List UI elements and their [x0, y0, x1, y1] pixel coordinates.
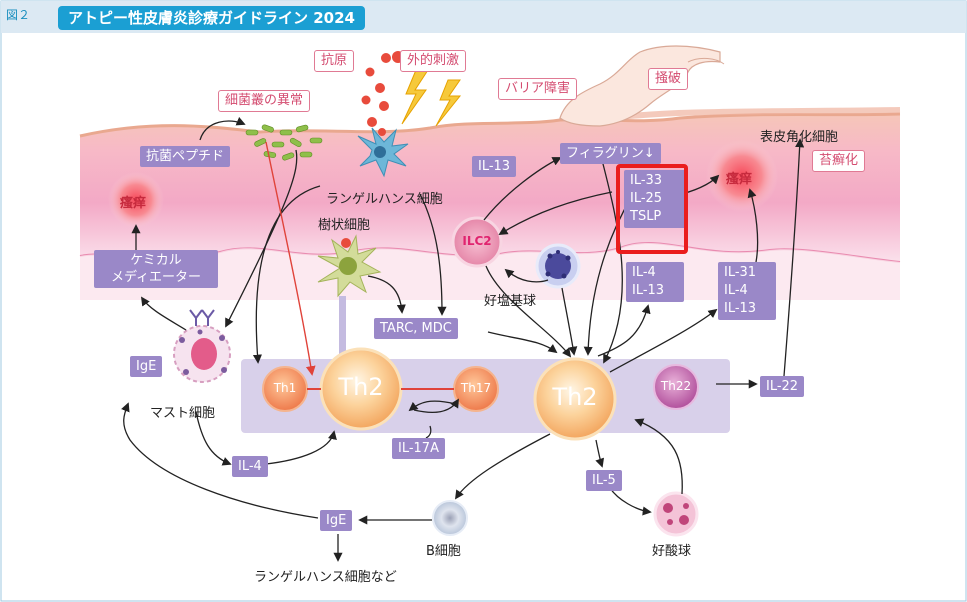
il13-label: IL-13	[632, 283, 665, 298]
barrier-disorder-label: バリア障害	[498, 78, 578, 100]
flora-abnormality-label: 細菌叢の異常	[218, 90, 311, 112]
itch-right-label: 瘙痒	[726, 172, 753, 187]
basophil-cell-icon	[535, 243, 581, 289]
chemical-mediator-label: ケミカル メディエーター	[94, 250, 218, 288]
ilc2-label: ILC2	[462, 234, 492, 248]
thickened-skin	[609, 107, 901, 121]
itch-glow-right	[706, 140, 778, 212]
eosinophil-label: 好酸球	[652, 544, 692, 559]
th22-label: Th22	[660, 379, 692, 393]
antigen-label: 抗原	[314, 50, 355, 72]
b-cell-icon	[432, 500, 468, 536]
itch-glow-left	[108, 172, 164, 228]
filaggrin-label: フィラグリン↓	[560, 143, 661, 164]
langerhans-etc-label: ランゲルハンス細胞など	[254, 570, 397, 585]
tarc-mdc-label: TARC, MDC	[374, 318, 458, 339]
basophil-label: 好塩基球	[484, 294, 537, 309]
figure-number: 図２	[6, 8, 31, 22]
ige-bottom-label: IgE	[320, 510, 353, 531]
stratum-corneum	[79, 112, 901, 138]
epithelial-cytokines-box: IL-33 IL-25 TSLP	[624, 170, 688, 228]
scratching-label: 掻破	[648, 68, 689, 90]
il31-label: IL-31	[724, 265, 757, 280]
il4-bottom-label: IL-4	[232, 456, 268, 477]
tslp-label: TSLP	[630, 209, 662, 224]
il31-il4-il13-box: IL-31 IL-4 IL-13	[718, 262, 776, 320]
il25-label: IL-25	[630, 191, 663, 206]
il22-label: IL-22	[760, 376, 805, 397]
il5-label: IL-5	[586, 470, 622, 491]
th1-label: Th1	[273, 381, 297, 395]
figure-title: アトピー性皮膚炎診療ガイドライン 2024	[58, 6, 365, 30]
il4-label: IL-4	[632, 265, 656, 280]
external-stimulus-label: 外的刺激	[400, 50, 467, 72]
stimulus-bolt-icon	[435, 79, 462, 127]
finger-illustration	[559, 45, 721, 127]
th2-right-cell-icon	[533, 357, 617, 441]
eosinophil-cell-icon	[653, 491, 699, 537]
il33-label: IL-33	[630, 173, 663, 188]
dendritic-cell-label: 樹状細胞	[318, 218, 371, 233]
itch-left-label: 瘙痒	[120, 196, 147, 211]
lichenification-label: 苔癬化	[812, 150, 866, 172]
th17-label: Th17	[460, 381, 492, 395]
antimicrobial-peptide-label: 抗菌ペプチド	[140, 146, 231, 167]
pathway-arrows	[121, 116, 805, 562]
highlight-frame	[616, 164, 688, 254]
il13-label-right: IL-13	[724, 301, 757, 316]
il13-top-label: IL-13	[472, 156, 517, 177]
dermis-layer	[80, 242, 900, 300]
dendritic-cell-icon	[317, 234, 382, 298]
chemical-mediator-line2: メディエーター	[110, 270, 202, 285]
antigen-particles-icon	[361, 53, 391, 136]
langerhans-cell-icon	[357, 127, 409, 178]
epidermis-layer	[80, 114, 900, 262]
mast-cell-label: マスト細胞	[150, 406, 216, 421]
th2-right-label: Th2	[552, 383, 598, 411]
langerhans-cell-label: ランゲルハンス細胞	[326, 192, 443, 207]
th22-cell-icon	[653, 364, 699, 410]
th2-left-label: Th2	[338, 373, 384, 401]
red-pathway-arrow	[265, 141, 316, 376]
keratinocyte-label: 表皮角化細胞	[760, 130, 839, 145]
ilc2-cell-icon	[451, 216, 503, 268]
il4-label-right: IL-4	[724, 283, 748, 298]
il4-il13-box: IL-4 IL-13	[626, 262, 684, 302]
chemical-mediator-line1: ケミカル	[130, 253, 182, 268]
b-cell-label: B細胞	[426, 544, 461, 559]
mast-cell-icon	[173, 309, 231, 383]
ige-left-label: IgE	[130, 356, 163, 377]
stimulus-bolt-icon	[401, 69, 429, 125]
il17a-label: IL-17A	[392, 438, 445, 459]
lymphatic-vessel	[339, 296, 346, 360]
bacteria-cluster-icon	[245, 124, 323, 161]
fingernail	[687, 57, 725, 65]
